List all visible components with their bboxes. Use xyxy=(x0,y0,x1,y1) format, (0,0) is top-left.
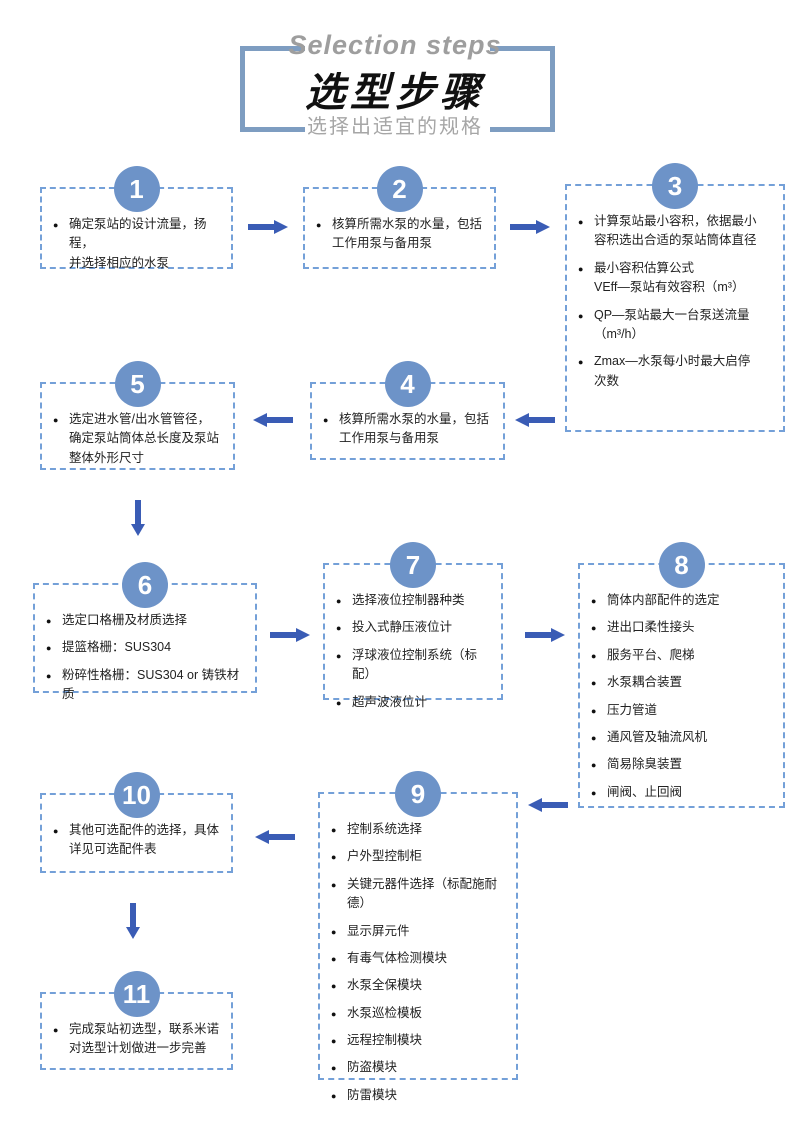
bullet-item: 完成泵站初选型，联系米诺 对选型计划做进一步完善 xyxy=(52,1020,225,1059)
step-4-number-badge: 4 xyxy=(384,361,431,407)
subtitle: 选择出适宜的规格 xyxy=(307,116,483,138)
step-5-number-badge: 5 xyxy=(114,361,161,407)
bullet-item: 进出口柔性接头 xyxy=(590,618,777,637)
step-6-number-badge: 6 xyxy=(122,562,168,608)
step-2-bullets: 核算所需水泵的水量，包括 工作用泵与备用泵 xyxy=(305,189,494,268)
bullet-item: 远程控制模块 xyxy=(330,1031,510,1050)
step-8-number-badge: 8 xyxy=(658,542,705,588)
step-10-number-badge: 10 xyxy=(113,772,160,818)
bullet-item: 超声波液位计 xyxy=(335,693,495,712)
bullet-item: 闸阀、止回阀 xyxy=(590,783,777,802)
bullet-item: 筒体内部配件的选定 xyxy=(590,591,777,610)
step-2-box: 2 核算所需水泵的水量，包括 工作用泵与备用泵 xyxy=(303,166,496,269)
bullet-item: 有毒气体检测模块 xyxy=(330,949,510,968)
step-11-bullets: 完成泵站初选型，联系米诺 对选型计划做进一步完善 xyxy=(42,994,231,1073)
bullet-item: 防盗模块 xyxy=(330,1058,510,1077)
step-3-bullets: 计算泵站最小容积，依据最小 容积选出合适的泵站筒体直径最小容积估算公式 VEff… xyxy=(567,186,783,405)
bullet-item: 水泵巡检模板 xyxy=(330,1004,510,1023)
bullet-item: 计算泵站最小容积，依据最小 容积选出合适的泵站筒体直径 xyxy=(577,212,777,251)
bullet-item: 户外型控制柜 xyxy=(330,847,510,866)
step-10-bullets: 其他可选配件的选择，具体 详见可选配件表 xyxy=(42,795,231,874)
step-7-number-badge: 7 xyxy=(390,542,436,588)
bullet-item: Zmax—水泵每小时最大启停 次数 xyxy=(577,352,777,391)
arrow-left-icon xyxy=(515,413,555,427)
bracket-right-decoration xyxy=(490,46,555,132)
step-1-number-badge: 1 xyxy=(113,166,160,212)
arrow-right-icon xyxy=(270,628,310,642)
step-5-box: 5 选定进水管/出水管管径， 确定泵站筒体总长度及泵站 整体外形尺寸 xyxy=(40,361,235,470)
step-9-box: 9 控制系统选择户外型控制柜关键元器件选择（标配施耐德） 显示屏元件有毒气体检测模… xyxy=(318,771,518,1104)
arrow-down-icon xyxy=(126,903,140,939)
bullet-item: 水泵全保模块 xyxy=(330,976,510,995)
step-8-bullets: 筒体内部配件的选定进出口柔性接头服务平台、爬梯水泵耦合装置压力管道通风管及轴流风… xyxy=(580,565,783,816)
step-4-box: 4 核算所需水泵的水量，包括 工作用泵与备用泵 xyxy=(310,361,505,463)
bullet-item: 关键元器件选择（标配施耐德） xyxy=(330,875,510,914)
step-11-box: 11 完成泵站初选型，联系米诺 对选型计划做进一步完善 xyxy=(40,971,233,1073)
arrow-right-icon xyxy=(248,220,288,234)
bullet-item: 通风管及轴流风机 xyxy=(590,728,777,747)
arrow-right-icon xyxy=(525,628,565,642)
step-3-number-badge: 3 xyxy=(652,163,698,209)
step-9-bullets: 控制系统选择户外型控制柜关键元器件选择（标配施耐德） 显示屏元件有毒气体检测模块水… xyxy=(320,794,516,1119)
bullet-item: 提篮格栅：SUS304 xyxy=(45,638,249,657)
bullet-item: 核算所需水泵的水量，包括 工作用泵与备用泵 xyxy=(315,215,488,254)
bullet-item: 服务平台、爬梯 xyxy=(590,646,777,665)
step-3-box: 3 计算泵站最小容积，依据最小 容积选出合适的泵站筒体直径最小容积估算公式 VE… xyxy=(565,163,785,432)
bullet-item: 选定进水管/出水管管径， 确定泵站筒体总长度及泵站 整体外形尺寸 xyxy=(52,410,227,468)
step-7-box: 7 选择液位控制器种类投入式静压液位计浮球液位控制系统（标配） 超声波液位计 xyxy=(323,542,503,711)
bullet-item: 核算所需水泵的水量，包括 工作用泵与备用泵 xyxy=(322,410,497,449)
bullet-item: 压力管道 xyxy=(590,701,777,720)
bullet-item: 水泵耦合装置 xyxy=(590,673,777,692)
bullet-item: 浮球液位控制系统（标配） xyxy=(335,646,495,685)
step-4-bullets: 核算所需水泵的水量，包括 工作用泵与备用泵 xyxy=(312,384,503,463)
step-10-box: 10 其他可选配件的选择，具体 详见可选配件表 xyxy=(40,772,233,874)
bullet-item: 投入式静压液位计 xyxy=(335,618,495,637)
bullet-item: 显示屏元件 xyxy=(330,922,510,941)
step-1-bullets: 确定泵站的设计流量，扬程， 并选择相应的水泵 xyxy=(42,189,231,287)
step-7-bullets: 选择液位控制器种类投入式静压液位计浮球液位控制系统（标配） 超声波液位计 xyxy=(325,565,501,726)
step-11-number-badge: 11 xyxy=(113,971,160,1017)
bullet-item: 最小容积估算公式 VEff—泵站有效容积（m³） xyxy=(577,259,777,298)
arrow-left-icon xyxy=(253,413,293,427)
arrow-left-icon xyxy=(255,830,295,844)
bullet-item: 粉碎性格栅：SUS304 or 铸铁材质 xyxy=(45,666,249,705)
step-9-number-badge: 9 xyxy=(395,771,441,817)
arrow-down-icon xyxy=(131,500,145,536)
title-english: Selection steps xyxy=(288,30,502,60)
arrow-left-icon xyxy=(528,798,568,812)
bullet-item: 选择液位控制器种类 xyxy=(335,591,495,610)
bullet-item: 简易除臭装置 xyxy=(590,755,777,774)
bullet-item: 控制系统选择 xyxy=(330,820,510,839)
bullet-item: 选定口格栅及材质选择 xyxy=(45,611,249,630)
step-2-number-badge: 2 xyxy=(376,166,423,212)
bullet-item: 确定泵站的设计流量，扬程， 并选择相应的水泵 xyxy=(52,215,225,273)
page-title: 选型步骤 xyxy=(305,71,485,115)
step-5-bullets: 选定进水管/出水管管径， 确定泵站筒体总长度及泵站 整体外形尺寸 xyxy=(42,384,233,482)
arrow-right-icon xyxy=(510,220,550,234)
bracket-left-decoration xyxy=(240,46,305,132)
step-1-box: 1 确定泵站的设计流量，扬程， 并选择相应的水泵 xyxy=(40,166,233,270)
bullet-item: 防雷模块 xyxy=(330,1086,510,1105)
step-6-bullets: 选定口格栅及材质选择提篮格栅：SUS304 粉碎性格栅：SUS304 or 铸铁材… xyxy=(35,585,255,719)
bullet-item: 其他可选配件的选择，具体 详见可选配件表 xyxy=(52,821,225,860)
step-6-box: 6 选定口格栅及材质选择提篮格栅：SUS304粉碎性格栅：SUS304 or 铸… xyxy=(33,562,257,701)
step-8-box: 8 筒体内部配件的选定进出口柔性接头服务平台、爬梯水泵耦合装置压力管道通风管及轴… xyxy=(578,542,785,808)
bullet-item: QP—泵站最大一台泵送流量 （m³/h） xyxy=(577,306,777,345)
